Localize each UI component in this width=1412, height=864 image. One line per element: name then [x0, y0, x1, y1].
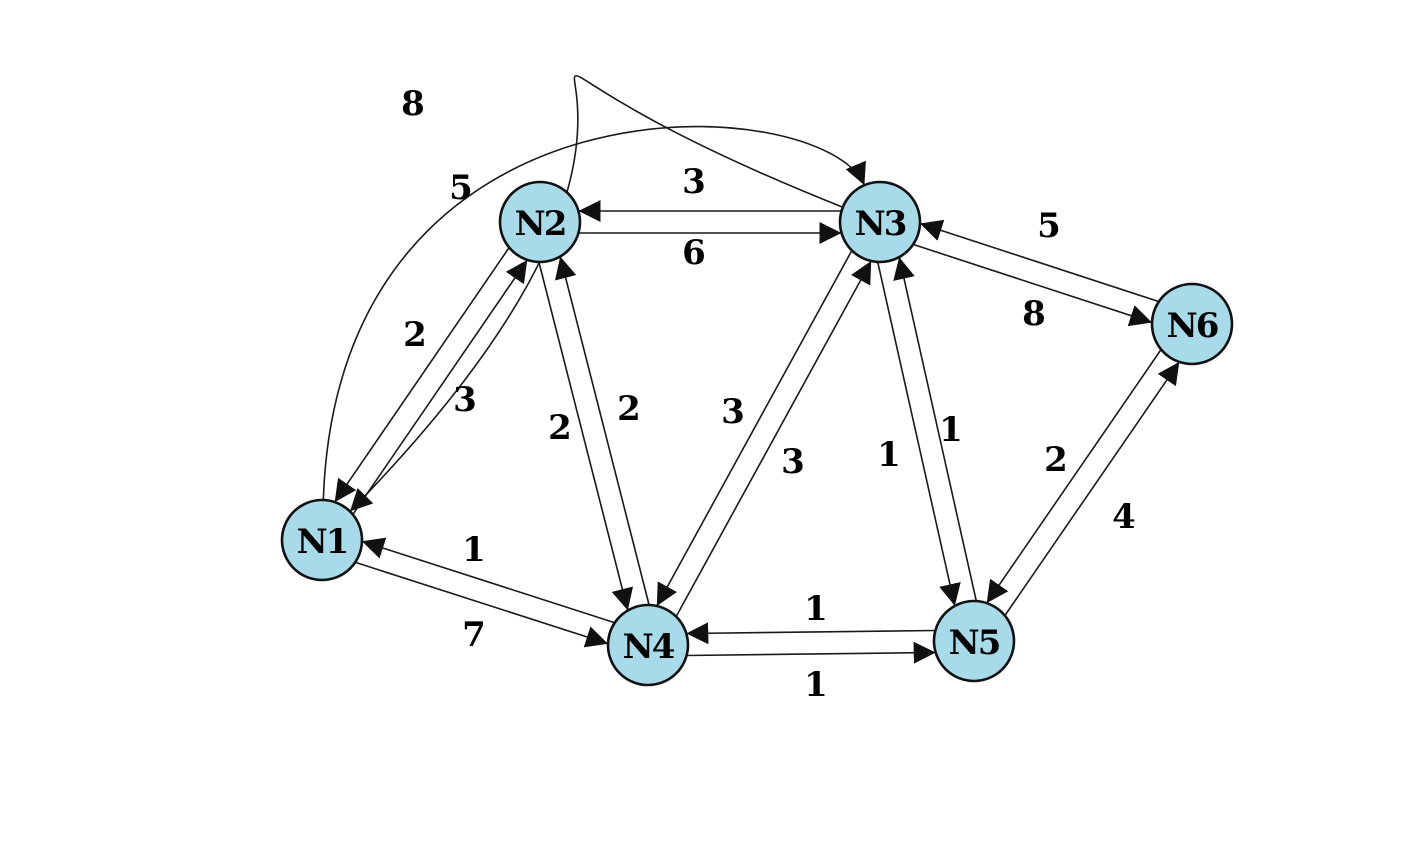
node-circle-n6: [1150, 282, 1234, 366]
weight-n5-to-n6: 2: [1044, 440, 1068, 480]
node-circle-n4: [606, 603, 690, 687]
weight-n3-to-n2: 6: [682, 233, 706, 273]
weight-n1-to-n3: 5: [449, 168, 473, 208]
weight-n2-to-n4: 2: [617, 389, 641, 429]
edge-n1-to-n4: [354, 561, 609, 648]
node-label-n1: N1: [297, 522, 348, 562]
edge-n2-to-n4: [538, 261, 634, 611]
weight-n5-to-n3: 1: [877, 435, 901, 475]
node-n2: N2: [498, 180, 582, 264]
weight-n1-to-n2: 2: [403, 315, 427, 355]
edge-n5-to-n4: [686, 622, 936, 645]
node-label-n3: N3: [855, 204, 906, 244]
node-circle-n2: [498, 180, 582, 264]
node-n1: N1: [280, 498, 364, 582]
edge-n4-to-n3: [675, 260, 872, 617]
edge-n6-to-n3: [919, 219, 1160, 303]
weight-n2-to-n3: 3: [682, 162, 706, 202]
weight-n4-to-n1: 7: [462, 615, 486, 655]
weight-n4-to-n2: 2: [548, 408, 572, 448]
weight-n4-to-n3: 3: [721, 392, 745, 432]
edge-n4-to-n1: [361, 537, 616, 624]
weight-n3-to-n6: 5: [1037, 206, 1061, 246]
node-circle-n3: [838, 180, 922, 264]
node-circle-n1: [280, 498, 364, 582]
edge-n3-to-n5: [876, 261, 961, 607]
node-n6: N6: [1150, 282, 1234, 366]
weight-n5-to-n4: 1: [804, 665, 828, 705]
node-n3: N3: [838, 180, 922, 264]
edge-n3-to-n6: [912, 243, 1153, 327]
weight-n4-to-n5: 1: [804, 589, 828, 629]
edge-n5-to-n3: [893, 256, 978, 602]
edge-n1-to-n3: [322, 125, 866, 501]
weight-n3-to-n5: 1: [939, 410, 963, 450]
weight-n2-to-n1: 3: [453, 380, 477, 420]
weight-n6-to-n5: 4: [1112, 497, 1136, 537]
edge-n4-to-n2: [554, 256, 650, 606]
edge-n3-to-n4: [656, 250, 853, 607]
weight-n3-to-n1: 8: [401, 84, 425, 124]
edge-n3-to-n1: [349, 75, 844, 512]
weight-n6-to-n3: 8: [1022, 294, 1046, 334]
node-label-n4: N4: [623, 627, 675, 667]
edge-n1-to-n2: [352, 259, 528, 515]
edge-n2-to-n1: [334, 247, 510, 503]
node-label-n2: N2: [515, 204, 566, 244]
weight-n3-to-n4: 3: [781, 442, 805, 482]
node-n5: N5: [932, 599, 1016, 683]
edge-n4-to-n5: [686, 641, 936, 664]
node-label-n5: N5: [949, 623, 1000, 663]
edges-layer: [322, 75, 1180, 664]
node-n4: N4: [606, 603, 690, 687]
edge-n6-to-n5: [986, 349, 1162, 604]
node-circle-n5: [932, 599, 1016, 683]
weight-n1-to-n4: 1: [462, 530, 486, 570]
node-label-n6: N6: [1167, 306, 1218, 346]
edge-n5-to-n6: [1004, 361, 1180, 616]
